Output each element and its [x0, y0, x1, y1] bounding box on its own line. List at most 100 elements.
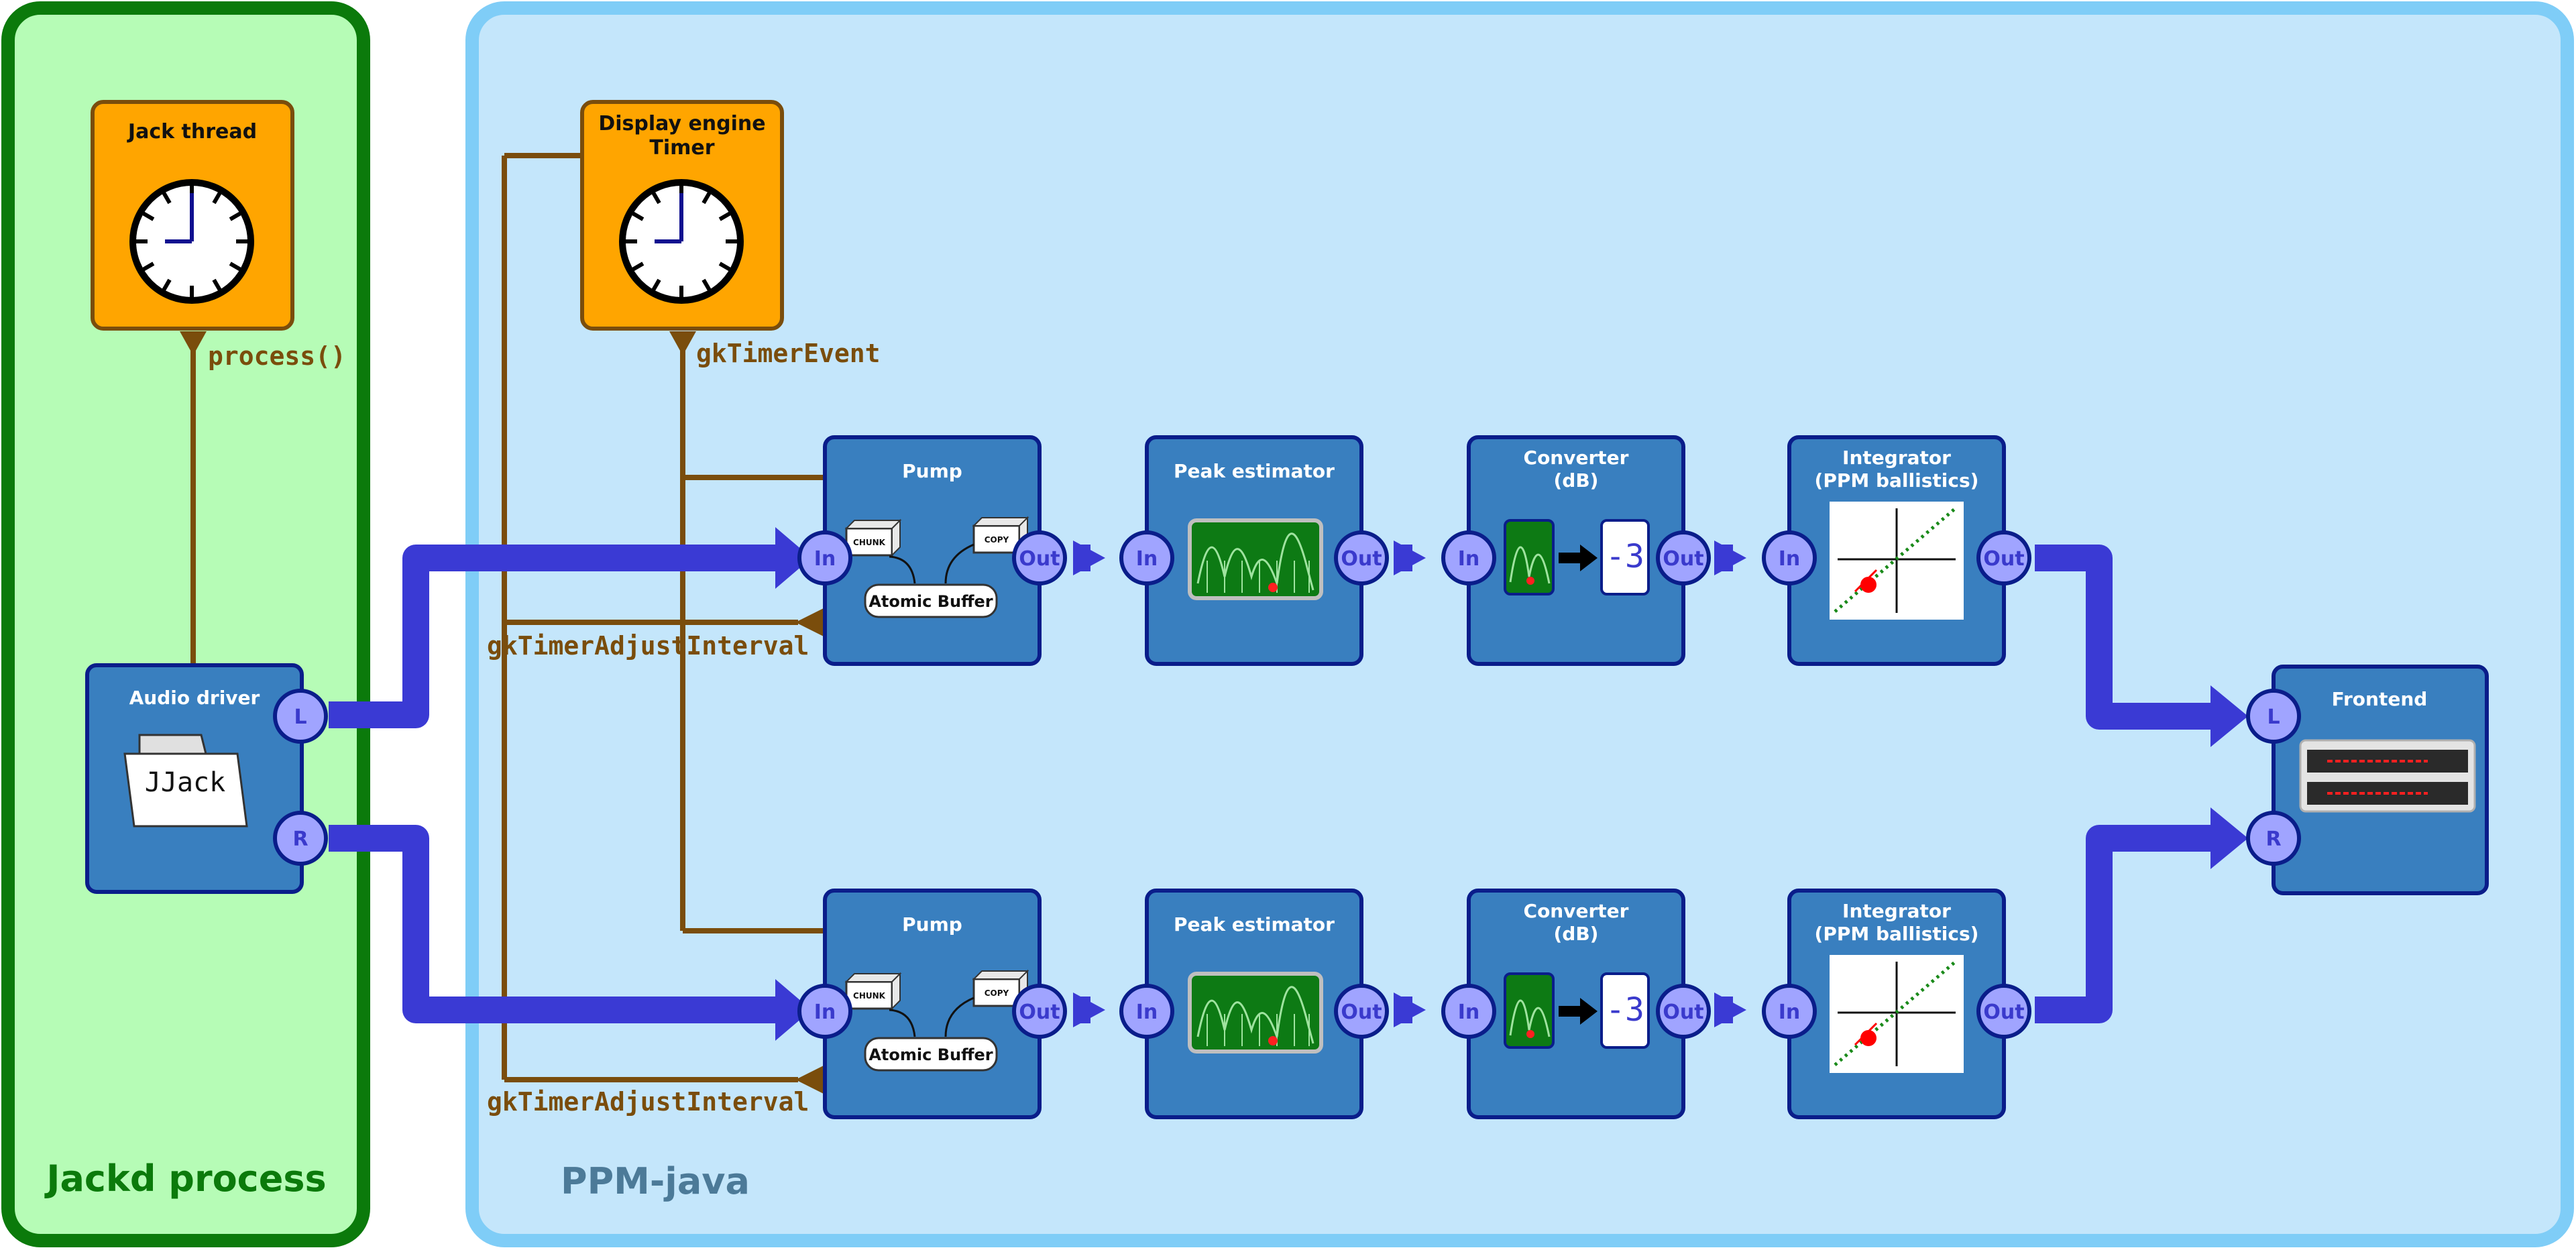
integrator-title-line2: (PPM ballistics)	[1815, 923, 1979, 945]
pump-out-port-label: Out	[1019, 1001, 1060, 1024]
converter-in-port: In	[1441, 530, 1496, 585]
frontend-port-l: L	[2246, 689, 2301, 744]
converter-out-port: Out	[1656, 984, 1711, 1039]
integrator-in-port-label: In	[1779, 1001, 1801, 1024]
integrator-in-port: In	[1762, 984, 1817, 1039]
converter-block: Converter(dB) -3 In Out	[1441, 435, 1711, 666]
frontend-title: Frontend	[2332, 688, 2428, 710]
svg-text:L: L	[294, 705, 306, 729]
gk-timer-event-label: gkTimerEvent	[696, 339, 881, 368]
oscilloscope-icon	[1188, 972, 1323, 1054]
frontend-port-r: R	[2246, 811, 2301, 866]
integrator-graph-icon	[1830, 955, 1964, 1073]
pump-in-port: In	[797, 984, 852, 1039]
display-engine-timer-block: Display engine Timer	[580, 100, 784, 331]
svg-text:R: R	[292, 828, 308, 851]
db-value: -3	[1606, 538, 1644, 575]
gk-timer-adjust-bottom-label: gkTimerAdjustInterval	[487, 1087, 809, 1117]
pump-in-port-label: In	[814, 1001, 836, 1024]
integrator-title-line2: (PPM ballistics)	[1815, 469, 1979, 492]
folder-icon: JJack	[123, 734, 248, 828]
timer-event-arrowhead	[669, 331, 696, 355]
audio-arrowheads	[775, 527, 2248, 1041]
jack-thread-title: Jack thread	[127, 120, 257, 144]
converter-in-port-label: In	[1458, 547, 1480, 571]
converter-in-port: In	[1441, 984, 1496, 1039]
oscilloscope-icon	[1504, 972, 1555, 1049]
peak-estimator-title: Peak estimator	[1174, 460, 1335, 482]
integrator-in-port: In	[1762, 530, 1817, 585]
pump-in-port: In	[797, 530, 852, 585]
gk-timer-adjust-top-label: gkTimerAdjustInterval	[487, 631, 809, 661]
peak-out-port: Out	[1334, 530, 1389, 585]
peak-out-port-label: Out	[1341, 1001, 1382, 1024]
integrator-graph-icon	[1830, 502, 1964, 620]
audio-driver-port-r: R	[273, 811, 328, 866]
audio-driver-title: Audio driver	[129, 687, 260, 709]
copy-label: COPY	[985, 988, 1009, 998]
converter-out-port-label: Out	[1663, 1001, 1703, 1024]
clock-icon	[129, 179, 254, 304]
integrator-out-port: Out	[1976, 530, 2031, 585]
integrator-out-port-label: Out	[1983, 547, 2024, 571]
pump-title: Pump	[902, 460, 962, 482]
meter-icon	[2299, 739, 2476, 813]
converter-out-port-label: Out	[1663, 547, 1703, 571]
adjust-top-arrowhead	[795, 608, 825, 637]
peak-in-port-label: In	[1136, 1001, 1158, 1024]
jjack-label: JJack	[145, 767, 225, 798]
jackd-process-label: Jackd process	[44, 1157, 326, 1200]
peak-in-port: In	[1119, 530, 1174, 585]
svg-text:L: L	[2267, 705, 2280, 729]
timer-signal-lines	[190, 153, 825, 1082]
adjust-bottom-arrowhead	[795, 1065, 825, 1094]
pump-out-port: Out	[1012, 530, 1067, 585]
arrow-icon	[1559, 545, 1598, 571]
frontend-block: Frontend L R	[2246, 665, 2489, 895]
audio-driver-port-l: L	[273, 689, 328, 744]
converter-title-line2: (dB)	[1554, 923, 1599, 945]
integrator-out-port-label: Out	[1983, 1001, 2024, 1024]
peak-in-port: In	[1119, 984, 1174, 1039]
display-engine-title-line1: Display engine	[598, 112, 765, 135]
chunk-label: CHUNK	[853, 991, 886, 1001]
chunk-label: CHUNK	[853, 538, 886, 547]
pump-out-port: Out	[1012, 984, 1067, 1039]
peak-out-port: Out	[1334, 984, 1389, 1039]
display-engine-title-line2: Timer	[649, 136, 714, 160]
integrator-title-line1: Integrator	[1842, 447, 1951, 469]
clock-icon	[619, 179, 744, 304]
converter-out-port: Out	[1656, 530, 1711, 585]
jack-thread-block: Jack thread	[91, 100, 294, 331]
integrator-block: Integrator(PPM ballistics) In Out	[1762, 435, 2031, 666]
arrow-icon	[1559, 998, 1598, 1025]
integrator-in-port-label: In	[1779, 547, 1801, 571]
oscilloscope-icon	[1188, 518, 1323, 600]
process-signal-label: process()	[208, 341, 346, 371]
copy-label: COPY	[985, 535, 1009, 545]
converter-title-line1: Converter	[1524, 900, 1629, 922]
converter-title-line1: Converter	[1524, 447, 1629, 469]
converter-in-port-label: In	[1458, 1001, 1480, 1024]
ppm-java-label: PPM-java	[561, 1160, 750, 1202]
integrator-out-port: Out	[1976, 984, 2031, 1039]
peak-in-port-label: In	[1136, 547, 1158, 571]
svg-text:R: R	[2265, 828, 2281, 851]
integrator-block: Integrator(PPM ballistics) In Out	[1762, 889, 2031, 1119]
oscilloscope-icon	[1504, 519, 1555, 595]
peak-out-port-label: Out	[1341, 547, 1382, 571]
peak-estimator-title: Peak estimator	[1174, 913, 1335, 935]
audio-driver-block: Audio driver JJack L R	[85, 663, 328, 894]
converter-title-line2: (dB)	[1554, 469, 1599, 492]
integrator-title-line1: Integrator	[1842, 900, 1951, 922]
atomic-buffer-label: Atomic Buffer	[869, 592, 993, 611]
pump-out-port-label: Out	[1019, 547, 1060, 571]
